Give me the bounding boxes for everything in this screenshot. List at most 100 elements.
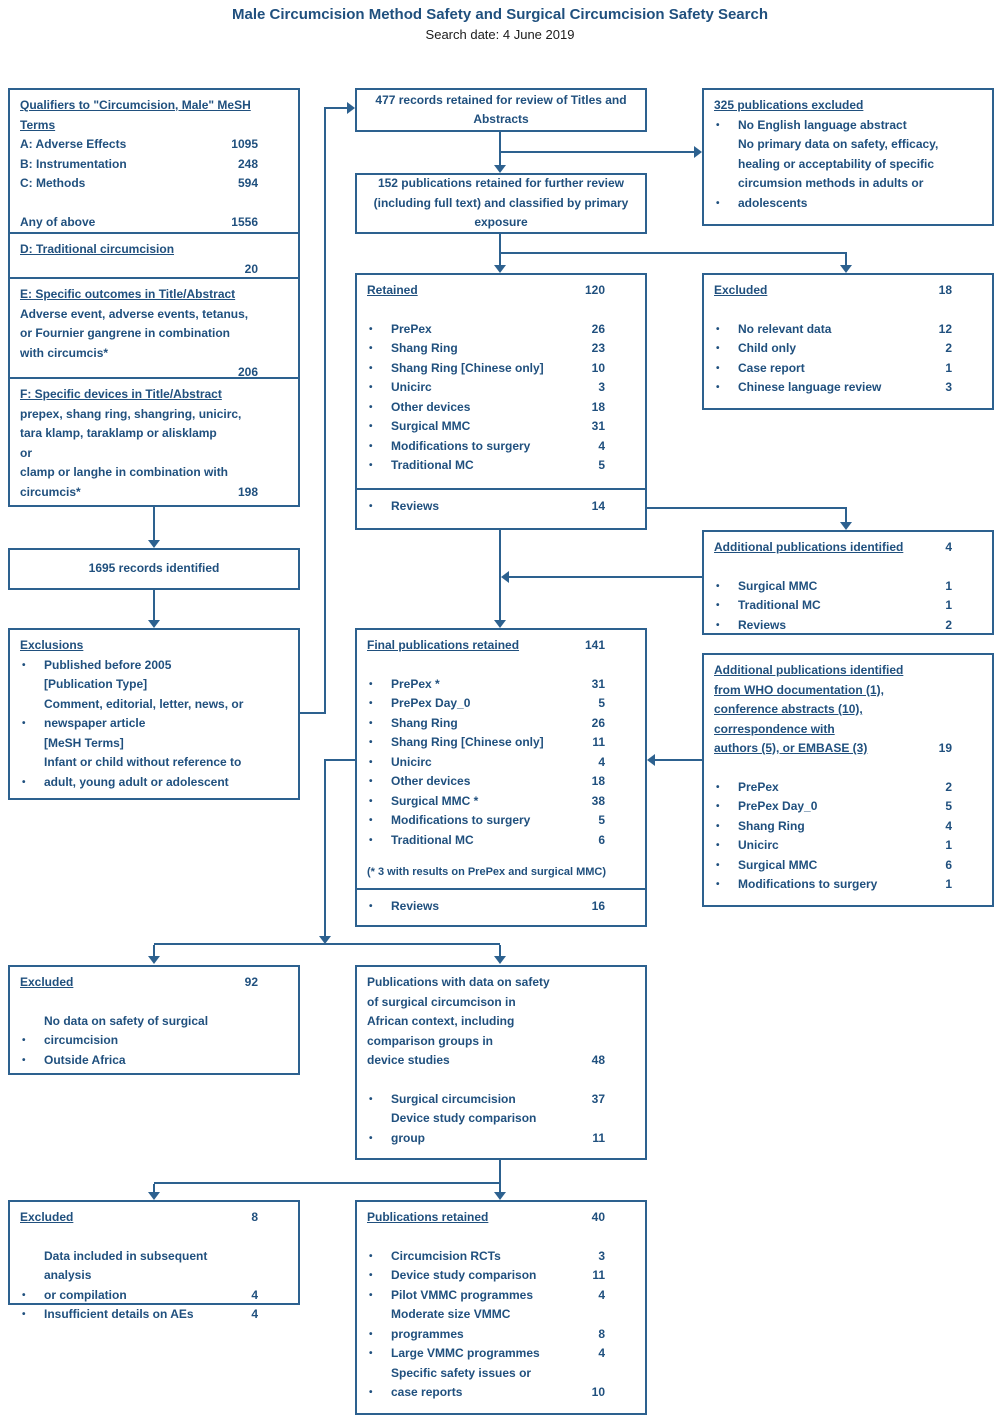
item-value: 37	[591, 1091, 605, 1106]
connector-line	[153, 1184, 155, 1193]
list-item: •Shang Ring [Chinese only]11	[367, 733, 635, 753]
box-text: 152 publications retained for further re…	[373, 176, 629, 230]
bullet-icon: •	[369, 440, 373, 452]
box-title: Retained	[367, 283, 418, 297]
item-label: Circumcision RCTs	[391, 1248, 501, 1263]
item-label: PrePex Day_0	[738, 799, 818, 813]
item-label: Moderate size VMMC programmes	[391, 1307, 511, 1341]
bullet-icon: •	[716, 781, 720, 793]
connector-line	[845, 507, 847, 523]
item-label: Surgical MMC	[738, 578, 818, 593]
bullet-icon: •	[716, 840, 720, 851]
spacer	[20, 993, 288, 1012]
item-value: 10	[591, 1385, 605, 1399]
box-header: Additional publications identified 4	[714, 538, 982, 558]
box-title: Excluded	[20, 1210, 74, 1224]
box-final-141: Final publications retained 141 •PrePex …	[355, 628, 647, 927]
connector-line	[326, 107, 347, 109]
box-qualifier-f: F: Specific devices in Title/Abstract pr…	[8, 377, 300, 507]
list-item: •Data included in subsequent analysis or…	[20, 1247, 288, 1306]
item-value: 1	[945, 877, 952, 891]
item-value: 8	[598, 1326, 605, 1341]
box-header: Retained 120	[367, 281, 635, 301]
item-value: 31	[591, 419, 605, 433]
footnote: (* 3 with results on PrePex and surgical…	[367, 866, 606, 878]
arrowhead-right	[347, 102, 355, 114]
connector-line	[499, 945, 501, 957]
item-label: Surgical MMC	[391, 419, 471, 433]
bullet-icon: •	[716, 879, 720, 890]
bullet-icon: •	[22, 1035, 26, 1046]
item-label: [MeSH Terms] Infant or child without ref…	[44, 735, 242, 789]
item-value: 23	[591, 341, 605, 355]
connector-line	[499, 530, 501, 621]
box-total: 92	[244, 975, 258, 989]
item-label: [Publication Type] Comment, editorial, l…	[44, 677, 244, 730]
box-records-identified: 1695 records identified	[8, 548, 300, 590]
item-value: 5	[598, 696, 605, 710]
bullet-icon: •	[716, 859, 720, 871]
item-label: Outside Africa	[44, 1052, 126, 1067]
box-excluded-8: Excluded 8 •Data included in subsequent …	[8, 1200, 300, 1321]
box-total: 18	[938, 283, 952, 297]
box-title: Exclusions	[20, 638, 84, 652]
item-label: Pilot VMMC programmes	[391, 1287, 534, 1302]
connector-line	[154, 1182, 500, 1184]
connector-line	[153, 945, 155, 957]
item-value: 3	[598, 380, 605, 394]
spacer	[714, 301, 982, 320]
item-value: 11	[592, 1268, 605, 1282]
bullet-icon: •	[369, 1132, 373, 1144]
item-value: 31	[591, 676, 605, 691]
item-value: 26	[591, 321, 605, 336]
row-value: 20	[244, 261, 258, 276]
bullet-icon: •	[716, 801, 720, 812]
bullet-icon: •	[369, 460, 373, 471]
item-label: PrePex	[738, 779, 779, 794]
connector-line	[845, 252, 847, 266]
item-value: 18	[591, 774, 605, 788]
box-title: Excluded	[714, 283, 768, 297]
item-label: Traditional MC	[391, 832, 474, 847]
bullet-icon: •	[369, 401, 373, 413]
box-header: Excluded 92	[20, 973, 288, 993]
box-title: F: Specific devices in Title/Abstract	[20, 387, 222, 401]
item-label: Unicirc	[738, 838, 779, 852]
item-value: 4	[945, 818, 952, 833]
bullet-icon: •	[22, 1289, 26, 1301]
spacer	[367, 1071, 635, 1090]
item-label: Reviews	[391, 899, 440, 913]
item-value: 10	[591, 360, 605, 375]
arrowhead-down	[494, 265, 506, 273]
bullet-icon: •	[716, 343, 720, 354]
connector-line	[153, 505, 155, 541]
item-value: 1	[945, 360, 952, 375]
qualifier-row: A: Adverse Effects 1095	[20, 135, 288, 155]
bullet-icon: •	[369, 901, 373, 912]
arrowhead-down	[494, 620, 506, 628]
box-qualifier-d: D: Traditional circumcision 20	[8, 232, 300, 279]
arrowhead-right	[694, 146, 702, 158]
bullet-icon: •	[22, 718, 26, 729]
page-title: Male Circumcision Method Safety and Surg…	[232, 6, 768, 23]
connector-line	[647, 507, 846, 509]
bullet-icon: •	[716, 119, 720, 131]
list-item: • No data on safety of surgical circumci…	[20, 1012, 288, 1051]
item-value: 4	[598, 438, 605, 453]
bullet-icon: •	[369, 795, 373, 807]
list-item: •PrePex *31	[367, 675, 635, 695]
